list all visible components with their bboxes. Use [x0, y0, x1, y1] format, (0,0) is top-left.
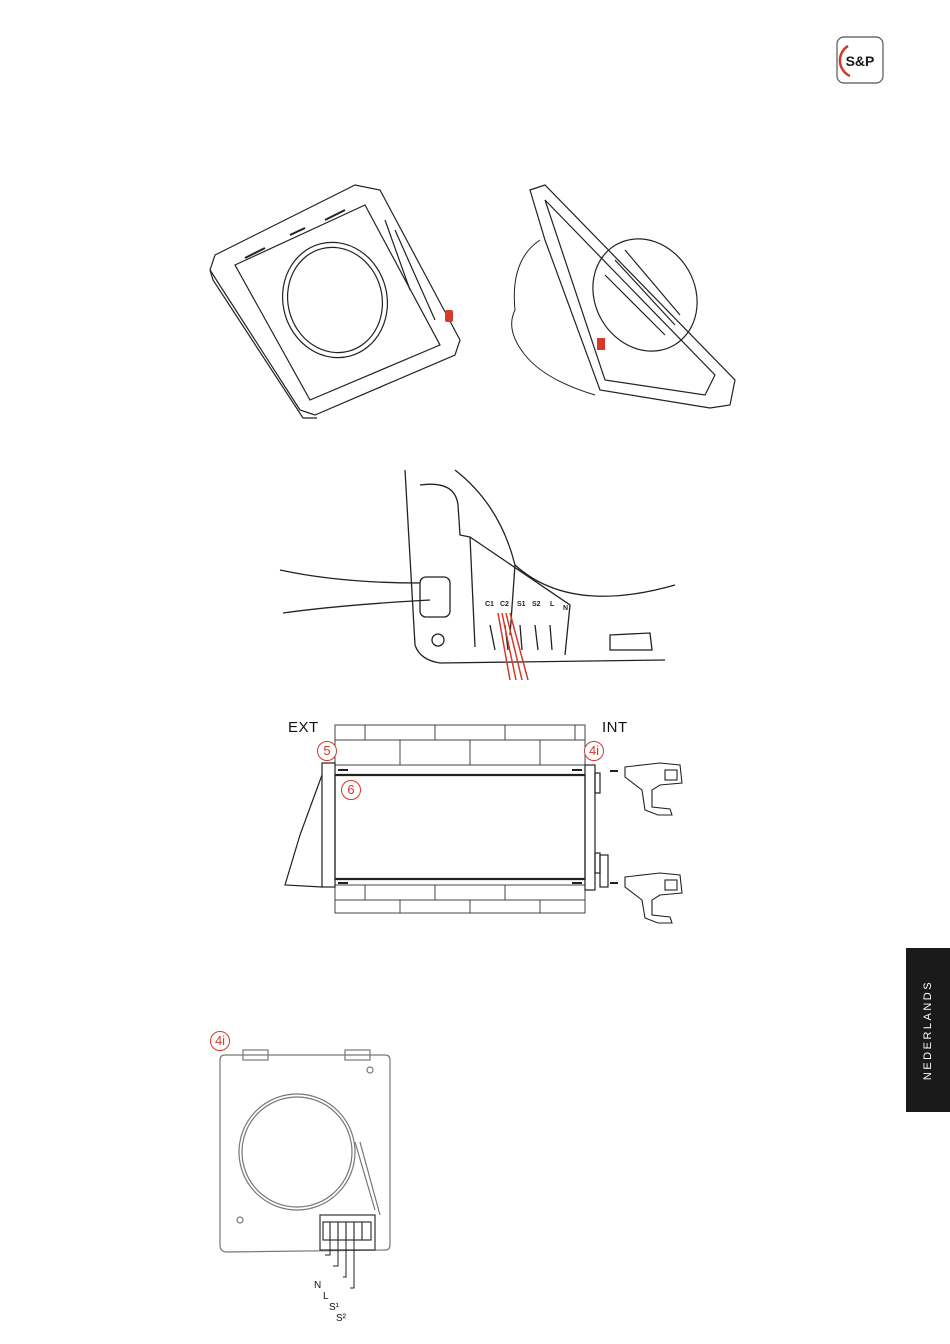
wire-n-label: N [314, 1280, 321, 1291]
logo-text: S&P [846, 53, 875, 69]
wire-s2-label: S² [336, 1313, 346, 1324]
terminal-l-label: L [550, 601, 554, 608]
brand-logo: S&P [836, 36, 884, 84]
terminal-n-label: N [563, 605, 568, 612]
callout-6: 6 [341, 780, 361, 800]
wire-l-label: L [323, 1291, 329, 1302]
language-tab-label: NEDERLANDS [922, 980, 934, 1080]
wire-s1-label: S¹ [329, 1302, 339, 1313]
wall-install-figure: EXT INT [280, 715, 700, 920]
frame-front-figure [205, 180, 470, 415]
callout-5: 5 [317, 741, 337, 761]
frame-rear-figure [505, 180, 745, 415]
terminal-c1-label: C1 [485, 601, 494, 608]
callout-4i: 4i [584, 741, 604, 761]
terminal-c2-label: C2 [500, 601, 509, 608]
language-tab: NEDERLANDS [906, 948, 950, 1112]
terminal-s2-label: S2 [532, 601, 541, 608]
terminal-s1-label: S1 [517, 601, 526, 608]
terminal-closeup-figure: C1 C2 S1 S2 L N [280, 465, 675, 680]
wiring-figure: 4i N L S¹ S² [205, 1030, 405, 1290]
